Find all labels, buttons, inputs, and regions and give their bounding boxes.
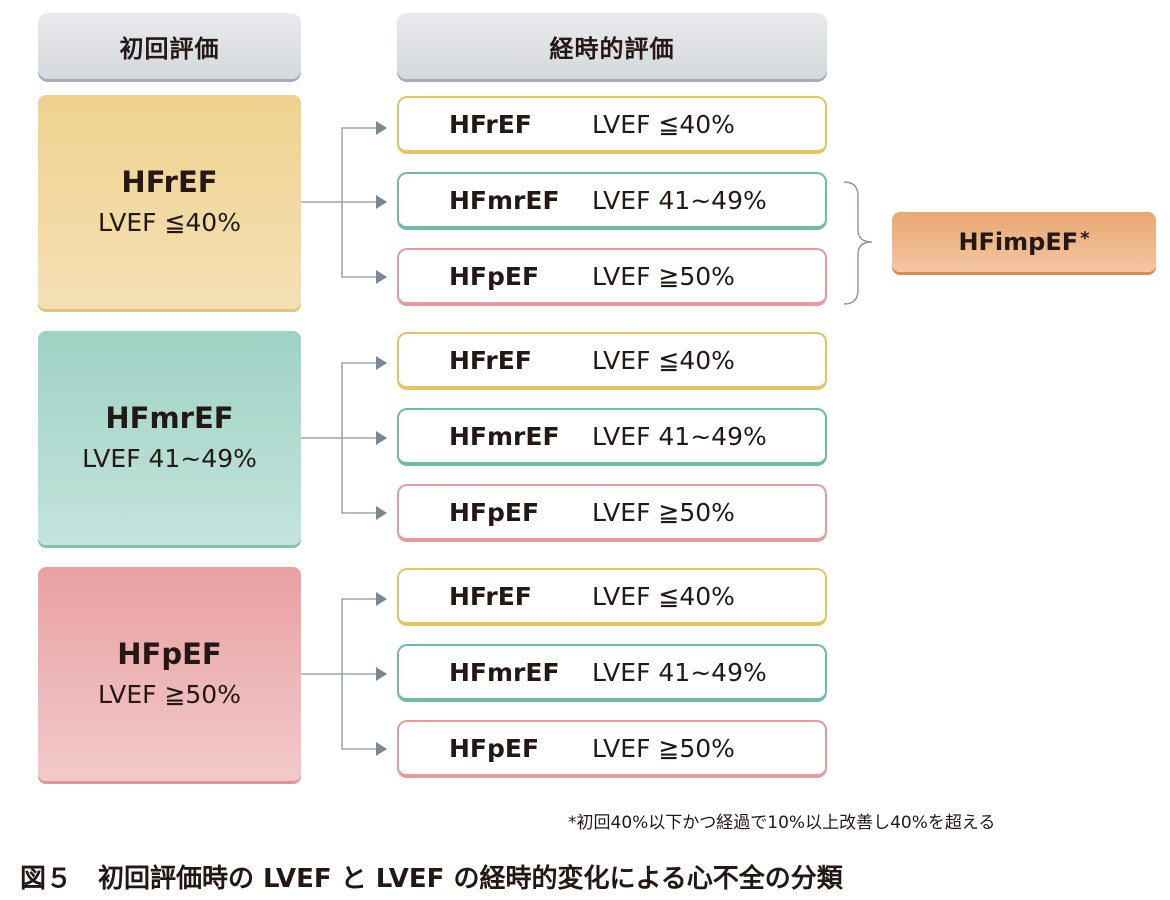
followup-range: LVEF ≦40% [592,109,735,139]
connector-arrows-group1 [300,95,397,309]
initial-hfref-name: HFrEF [121,165,218,199]
arrow-icon [376,270,387,284]
initial-hfpef-box: HFpEF LVEF ≧50% [38,567,301,781]
hfimpef-box: HFimpEF* [892,212,1156,272]
followup-hfmref-box: HFmrEF LVEF 41~49% [397,408,827,466]
followup-name: HFrEF [449,581,532,611]
figure-caption: 図５ 初回評価時の LVEF と LVEF の経時的変化による心不全の分類 [20,864,843,894]
followup-name: HFpEF [449,733,540,763]
followup-name: HFpEF [449,497,540,527]
followup-name: HFmrEF [449,657,560,687]
followup-range: LVEF ≧50% [592,261,735,291]
initial-hfmref-range: LVEF 41~49% [82,444,257,473]
followup-name: HFrEF [449,345,532,375]
asterisk-marker: * [1080,227,1090,249]
initial-hfpef-range: LVEF ≧50% [98,680,241,709]
initial-hfref-box: HFrEF LVEF ≦40% [38,95,301,309]
initial-evaluation-header: 初回評価 [38,13,301,79]
followup-hfref-box: HFrEF LVEF ≦40% [397,332,827,390]
followup-hfpef-box: HFpEF LVEF ≧50% [397,248,827,306]
initial-hfpef-name: HFpEF [117,637,222,671]
followup-evaluation-header: 経時的評価 [397,13,827,79]
initial-hfref-range: LVEF ≦40% [98,208,241,237]
arrow-icon [376,195,387,209]
connector-arrows-group2 [300,331,397,545]
followup-hfref-box: HFrEF LVEF ≦40% [397,96,827,154]
footnote: *初回40%以下かつ経過で10%以上改善し40%を超える [568,813,996,833]
arrow-icon [376,356,387,370]
initial-hfmref-box: HFmrEF LVEF 41~49% [38,331,301,545]
followup-range: LVEF ≦40% [592,581,735,611]
followup-hfpef-box: HFpEF LVEF ≧50% [397,720,827,778]
followup-range: LVEF ≦40% [592,345,735,375]
followup-name: HFmrEF [449,421,560,451]
arrow-icon [376,121,387,135]
arrow-icon [376,431,387,445]
arrow-icon [376,592,387,606]
arrow-icon [376,667,387,681]
followup-name: HFmrEF [449,185,560,215]
followup-name: HFpEF [449,261,540,291]
followup-hfmref-box: HFmrEF LVEF 41~49% [397,172,827,230]
hfimpef-name: HFimpEF [958,228,1079,256]
curly-brace-icon [842,180,882,310]
followup-hfmref-box: HFmrEF LVEF 41~49% [397,644,827,702]
followup-range: LVEF ≧50% [592,733,735,763]
followup-name: HFrEF [449,109,532,139]
arrow-icon [376,506,387,520]
followup-range: LVEF 41~49% [592,185,767,215]
followup-hfref-box: HFrEF LVEF ≦40% [397,568,827,626]
initial-hfmref-name: HFmrEF [105,401,234,435]
followup-range: LVEF 41~49% [592,421,767,451]
followup-range: LVEF ≧50% [592,497,735,527]
connector-arrows-group3 [300,567,397,781]
followup-hfpef-box: HFpEF LVEF ≧50% [397,484,827,542]
followup-range: LVEF 41~49% [592,657,767,687]
arrow-icon [376,742,387,756]
